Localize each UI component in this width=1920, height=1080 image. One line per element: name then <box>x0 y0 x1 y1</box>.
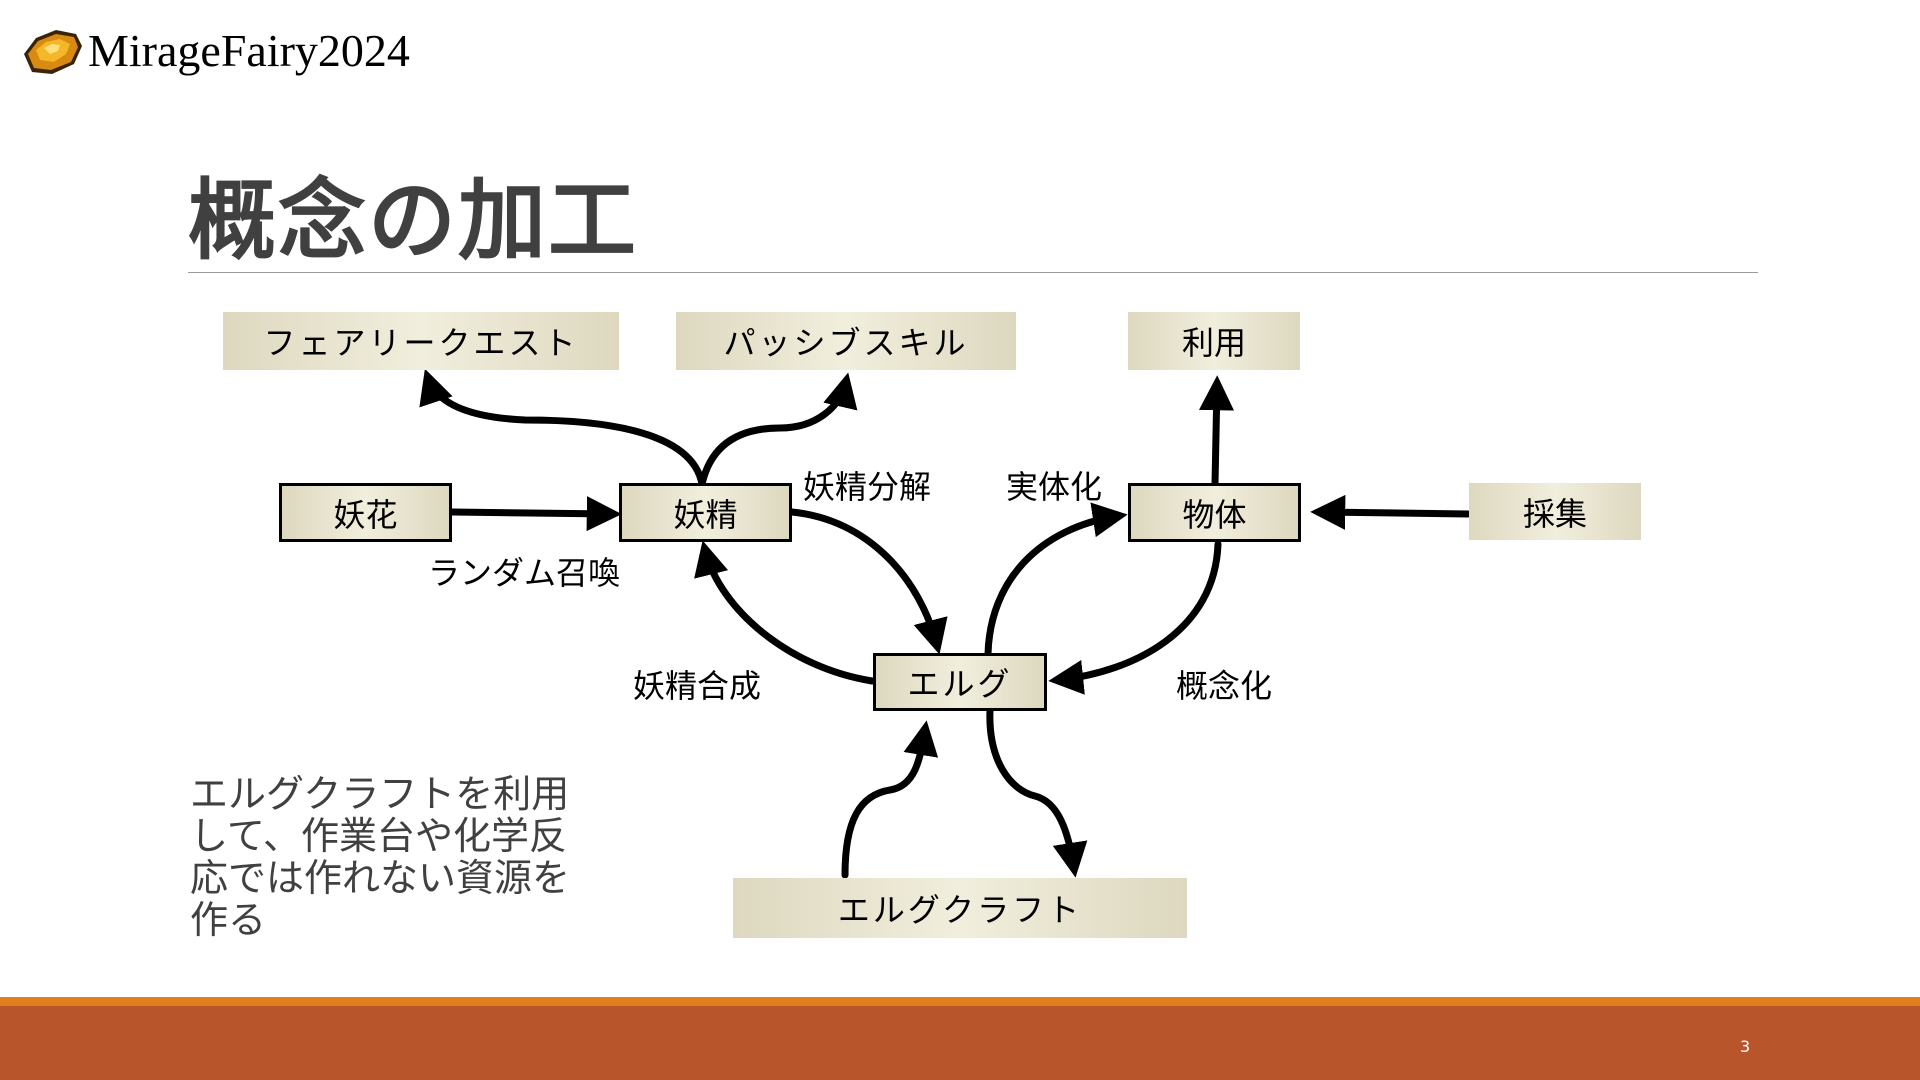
brand-logo: MirageFairy2024 <box>16 20 410 80</box>
label-fairy-synthesis: 妖精合成 <box>633 667 762 705</box>
arrow-erg-to-yousei <box>694 540 876 685</box>
node-riyou: 利用 <box>1128 312 1300 370</box>
node-passive-skill: パッシブスキル <box>676 312 1016 370</box>
node-buttai: 物体 <box>1128 483 1301 542</box>
arrow-erg-to-buttai <box>984 502 1128 658</box>
label-fairy-decompose: 妖精分解 <box>803 468 932 506</box>
node-erg: エルグ <box>873 653 1047 711</box>
arrow-erg-craft-to-erg <box>841 720 939 879</box>
arrow-buttai-to-riyou <box>1198 375 1234 488</box>
title-divider <box>188 272 1758 273</box>
arrow-yousei-to-erg <box>788 508 948 655</box>
node-fairy-quest: フェアリークエスト <box>223 312 619 370</box>
footer-bar <box>0 1006 1920 1080</box>
arrow-buttai-to-erg <box>1048 540 1222 695</box>
arrow-yousei-to-passive-skill <box>698 372 858 488</box>
label-materialize: 実体化 <box>1006 468 1103 506</box>
orange-crystal-icon <box>24 30 82 74</box>
label-conceptualize: 概念化 <box>1176 667 1273 705</box>
node-youka: 妖花 <box>279 483 452 542</box>
arrow-youka-to-yousei <box>448 496 622 532</box>
footer-accent-stripe <box>0 997 1920 1006</box>
label-random-summon: ランダム召喚 <box>428 554 621 592</box>
brand-name: MirageFairy2024 <box>88 24 410 76</box>
description-note: エルグクラフトを利用して、作業台や化学反応では作れない資源を作る <box>190 772 571 942</box>
page-number: 3 <box>1740 1037 1751 1056</box>
node-erg-craft: エルグクラフト <box>733 878 1187 938</box>
arrow-saishuu-to-buttai <box>1310 494 1472 530</box>
node-saishuu: 採集 <box>1469 483 1641 540</box>
node-yousei: 妖精 <box>619 483 792 542</box>
arrow-erg-to-erg-craft <box>986 706 1088 878</box>
arrow-yousei-to-fairy-quest <box>419 368 706 488</box>
slide-title: 概念の加工 <box>188 169 639 272</box>
